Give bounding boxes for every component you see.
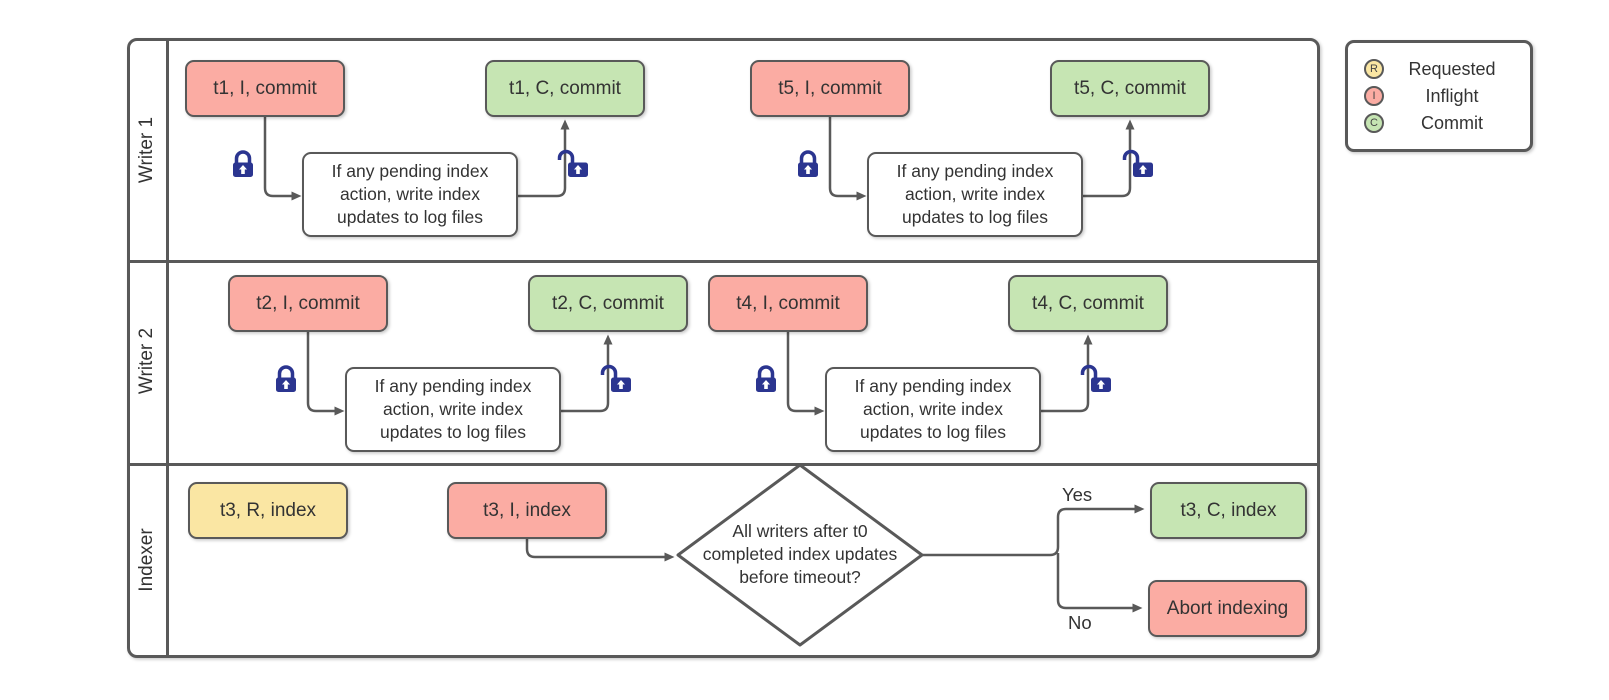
legend-label-inflight: Inflight <box>1425 85 1479 106</box>
lane-label-writer2: Writer 2 <box>136 327 157 395</box>
node-t5-commit: t5, C, commit <box>1050 60 1210 117</box>
branch-label-yes: Yes <box>1062 484 1093 505</box>
legend-row-commit: C Commit <box>1358 110 1520 137</box>
node-t1-commit: t1, C, commit <box>485 60 645 117</box>
process-note-w1a: If any pending index action, write index… <box>302 152 518 237</box>
node-t1-inflight: t1, I, commit <box>185 60 345 117</box>
commit-state-icon: C <box>1364 113 1384 133</box>
requested-state-icon: R <box>1364 59 1384 79</box>
legend-row-inflight: I Inflight <box>1358 83 1520 110</box>
lane-label-indexer: Indexer <box>136 528 157 592</box>
decision-label: All writers after t0 completed index upd… <box>702 521 898 587</box>
process-note-w2a: If any pending index action, write index… <box>345 367 561 452</box>
node-t2-commit: t2, C, commit <box>528 275 688 332</box>
process-note-w1b: If any pending index action, write index… <box>867 152 1083 237</box>
legend-label-requested: Requested <box>1408 58 1496 79</box>
branch-label-no: No <box>1068 612 1092 633</box>
lane-divider-2 <box>129 463 1318 466</box>
legend-label-commit: Commit <box>1421 112 1483 133</box>
node-t5-inflight: t5, I, commit <box>750 60 910 117</box>
node-t4-commit: t4, C, commit <box>1008 275 1168 332</box>
lane-divider-1 <box>129 260 1318 263</box>
node-t3-inflight: t3, I, index <box>447 482 607 539</box>
process-note-w2b: If any pending index action, write index… <box>825 367 1041 452</box>
node-t3-commit: t3, C, index <box>1150 482 1307 539</box>
node-t4-inflight: t4, I, commit <box>708 275 868 332</box>
node-t2-inflight: t2, I, commit <box>228 275 388 332</box>
lane-label-writer1: Writer 1 <box>136 116 157 184</box>
legend: R Requested I Inflight C Commit <box>1345 40 1533 152</box>
node-t3-requested: t3, R, index <box>188 482 348 539</box>
node-abort-indexing: Abort indexing <box>1148 580 1307 637</box>
legend-row-requested: R Requested <box>1358 56 1520 83</box>
lane-label-divider <box>166 40 169 656</box>
inflight-state-icon: I <box>1364 86 1384 106</box>
